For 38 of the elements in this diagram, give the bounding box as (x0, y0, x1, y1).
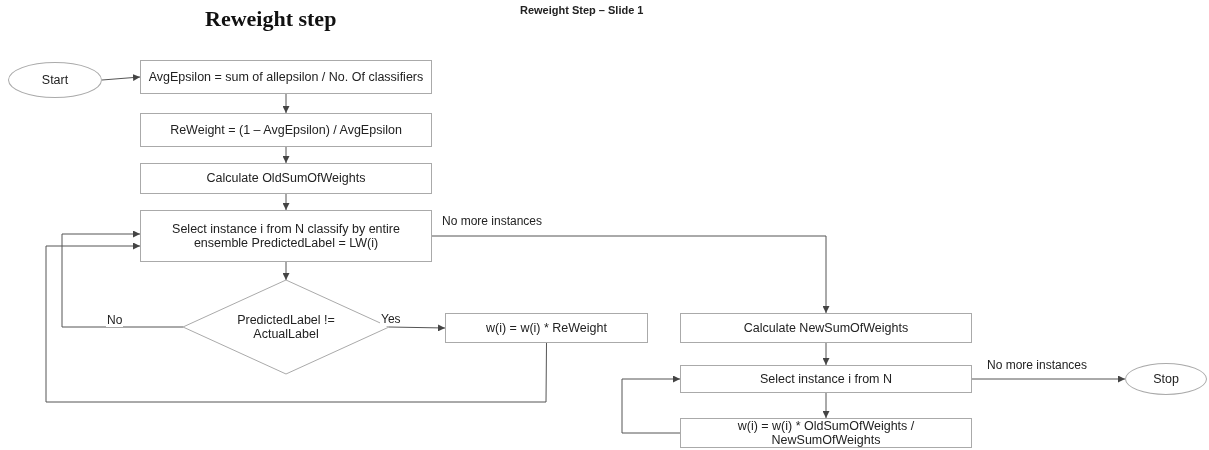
diagram-title: Reweight step (205, 6, 337, 32)
edge-label: No more instances (986, 358, 1089, 372)
process-box (140, 210, 432, 262)
edge-label: Yes (380, 312, 402, 326)
node-label: Calculate NewSumOfWeights (743, 320, 909, 336)
connector-arrow (971, 375, 1126, 383)
connector-arrow (388, 324, 446, 332)
process-box (680, 365, 972, 393)
connector-arrow (61, 230, 184, 328)
connector-arrow (282, 261, 290, 281)
process-box (680, 313, 972, 343)
node-label: w(i) = w(i) * ReWeight (486, 320, 607, 336)
connector-arrow (282, 93, 290, 114)
connector-arrow (282, 146, 290, 164)
node-label: PredictedLabel != ActualLabel (236, 312, 336, 342)
connector-arrow (45, 242, 547, 403)
connector-arrow (101, 74, 141, 82)
process-box (140, 163, 432, 194)
node-label: Select instance i from N (760, 371, 892, 387)
connector-arrow (822, 392, 830, 419)
process-box (140, 113, 432, 147)
connector-arrow (431, 235, 830, 314)
process-box (680, 418, 972, 448)
node-label: Calculate OldSumOfWeights (206, 171, 366, 186)
process-box (140, 60, 432, 94)
slide-title: Reweight Step – Slide 1 (520, 4, 644, 16)
node-label: Start (41, 72, 69, 88)
connector-arrow (621, 375, 681, 434)
connector-arrow (282, 193, 290, 211)
node-label: w(i) = w(i) * OldSumOfWeights / NewSumOfWeights (736, 418, 916, 448)
connector-arrow (822, 342, 830, 366)
node-label: AvgEpsilon = sum of allepsilon / No. Of classifiers (148, 69, 424, 85)
edge-label: No more instances (441, 214, 544, 228)
node-label: ReWeight = (1 – AvgEpsilon) / AvgEpsilon (170, 122, 402, 138)
edge-label: No (106, 313, 124, 327)
node-label: Stop (1153, 371, 1179, 387)
process-box (445, 313, 648, 343)
node-label: Select instance i from N classify by entire ensemble PredictedLabel = LW(i) (171, 221, 401, 251)
